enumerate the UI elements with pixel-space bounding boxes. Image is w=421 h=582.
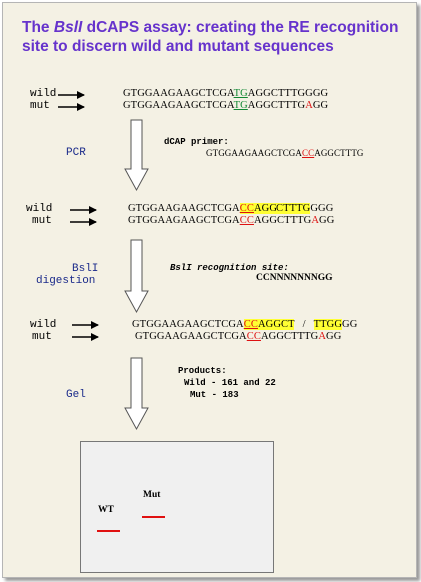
products-mut: Mut - 183 xyxy=(190,390,239,400)
recognition-label: BslI recognition site: xyxy=(170,263,289,273)
primer-label: dCAP primer: xyxy=(164,137,229,147)
step-gel: Gel xyxy=(66,389,86,401)
step-pcr: PCR xyxy=(66,147,86,159)
label-mut: mut xyxy=(32,331,52,343)
recognition-sequence: CCNNNNNNNGG xyxy=(256,273,333,283)
products-wild: Wild - 161 and 22 xyxy=(184,378,276,388)
down-arrow-icon xyxy=(124,119,149,192)
gel-band-mut xyxy=(142,516,165,518)
step-digestion: digestion xyxy=(36,275,96,287)
sequence-mut: GTGGAAGAAGCTCGACCAGGCTTTGAGG xyxy=(135,331,342,342)
products-label: Products: xyxy=(178,366,227,376)
label-mut: mut xyxy=(30,100,50,112)
lane-label-wt: WT xyxy=(98,505,114,515)
diagram-title: The BslI dCAPS assay: creating the RE re… xyxy=(22,19,399,55)
lane-label-mut: Mut xyxy=(143,490,161,500)
down-arrow-icon xyxy=(124,357,149,431)
label-wild: wild xyxy=(30,319,57,331)
gel-image: WT Mut xyxy=(80,441,274,573)
sequence-mut: GTGGAAGAAGCTCGATGAGGCTTTGAGG xyxy=(123,100,329,111)
sequence-wild: GTGGAAGAAGCTCGACCAGGCTTTGGGG xyxy=(128,203,334,214)
label-wild: wild xyxy=(26,203,53,215)
label-wild: wild xyxy=(30,88,57,100)
sequence-wild: GTGGAAGAAGCTCGATGAGGCTTTGGGG xyxy=(123,88,329,99)
gel-band-wt xyxy=(97,530,120,532)
primer-sequence: GTGGAAGAAGCTCGACCAGGCTTTG xyxy=(206,148,364,158)
sequence-mut: GTGGAAGAAGCTCGACCAGGCTTTGAGG xyxy=(128,215,335,226)
label-mut: mut xyxy=(32,215,52,227)
sequence-wild-cut: GTGGAAGAAGCTCGACCAGGCT / TTGGGG xyxy=(132,319,358,330)
down-arrow-icon xyxy=(124,239,149,314)
step-digestion-enzyme: BslI xyxy=(72,263,99,275)
